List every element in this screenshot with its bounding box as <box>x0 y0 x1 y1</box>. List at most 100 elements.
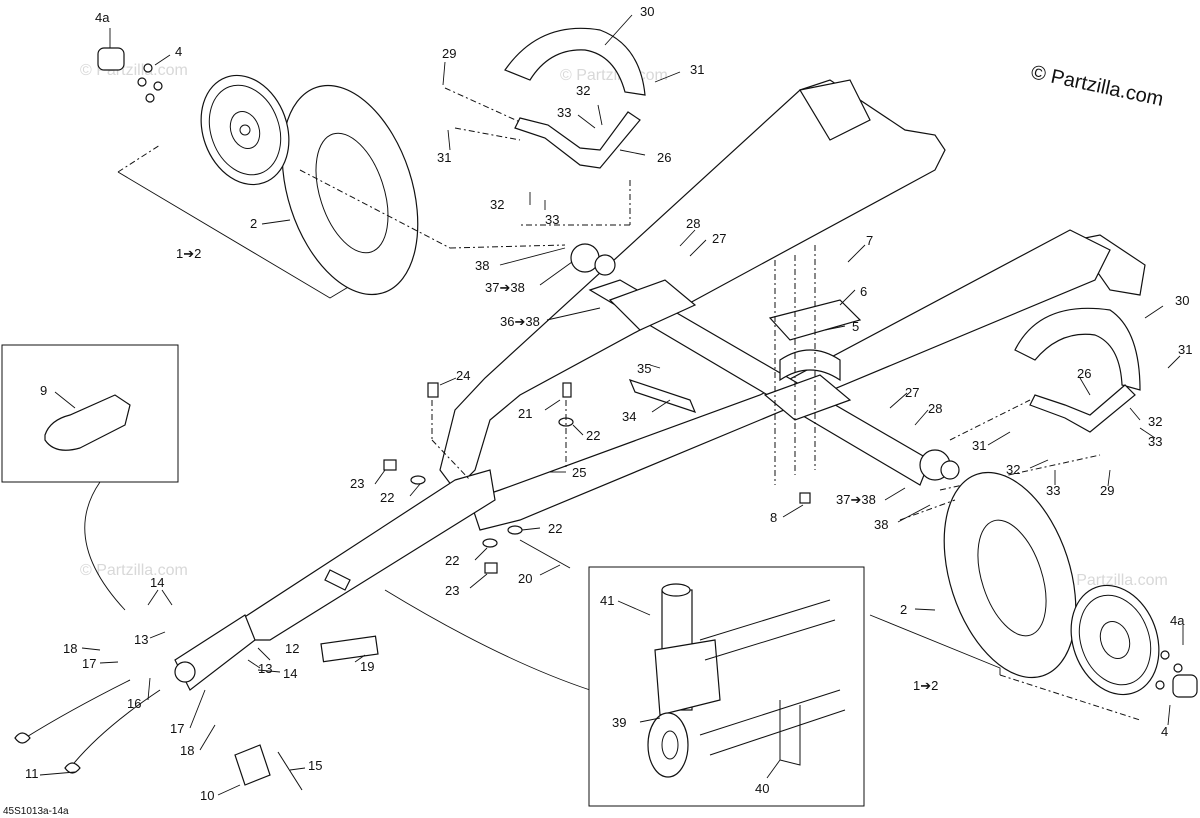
callout-2-bottom-right: 2 <box>900 602 907 617</box>
callout-29-top: 29 <box>442 46 456 61</box>
decal <box>320 635 379 663</box>
callout-31-right-2: 31 <box>972 438 986 453</box>
fender-top-left <box>444 27 646 226</box>
callout-26-right: 26 <box>1077 366 1091 381</box>
callout-13-b: 13 <box>258 661 272 676</box>
safety-chain-1 <box>24 679 131 739</box>
callout-22-d: 22 <box>445 553 459 568</box>
callout-9: 9 <box>40 383 47 398</box>
axle-bracket-left <box>608 279 697 331</box>
callout-5: 5 <box>852 319 859 334</box>
jack-inset-box <box>588 566 865 807</box>
callout-33-top: 33 <box>557 105 571 120</box>
callout-23-b: 23 <box>445 583 459 598</box>
watermark-2: © Partzilla.com <box>560 67 668 84</box>
callout-27-right: 27 <box>905 385 919 400</box>
copyright-label: © Partzilla.com <box>1029 61 1165 111</box>
tongue-break <box>324 569 351 591</box>
callout-35: 35 <box>637 361 651 376</box>
washer <box>507 525 523 535</box>
callout-28-right: 28 <box>928 401 942 416</box>
frame-rail-left <box>439 79 946 491</box>
callout-28-top: 28 <box>686 216 700 231</box>
callout-1to2-bottom-right: 1➔2 <box>913 678 938 693</box>
washer <box>410 475 426 485</box>
callout-17-a: 17 <box>82 656 96 671</box>
fender-bracket-top <box>514 111 641 169</box>
callout-38-bottom: 38 <box>874 517 888 532</box>
callout-32-middle: 32 <box>490 197 504 212</box>
callout-32-right-2: 32 <box>1006 462 1020 477</box>
axle-bracket-right <box>763 374 852 421</box>
wheel-bearing-cap-top-left <box>97 47 125 71</box>
callout-24: 24 <box>456 368 470 383</box>
wheel-rim-bottom-right <box>1070 584 1160 696</box>
callout-14-b: 14 <box>283 666 297 681</box>
wheel-assembly-top-left <box>97 47 566 299</box>
jack-wheel <box>647 712 689 778</box>
callout-15: 15 <box>308 758 322 773</box>
callout-38-top: 38 <box>475 258 489 273</box>
safety-chain-2 <box>69 689 161 769</box>
tongue-section <box>699 599 846 756</box>
callout-31-right: 31 <box>1178 342 1192 357</box>
chain-hook-1 <box>14 732 31 744</box>
callout-labels: 4a 4 2 1➔2 29 30 31 32 33 31 26 32 33 28… <box>25 4 1192 803</box>
callout-18-b: 18 <box>180 743 194 758</box>
axle-assembly <box>570 243 960 486</box>
jack-inset <box>588 566 865 807</box>
callout-37to38-top: 37➔38 <box>485 280 525 295</box>
callout-40: 40 <box>755 781 769 796</box>
jack-mount <box>654 639 721 716</box>
wheel-assembly-bottom-right <box>869 471 1198 721</box>
callout-33-middle: 33 <box>545 212 559 227</box>
callout-29-right: 29 <box>1100 483 1114 498</box>
tongue-front <box>14 589 591 791</box>
lug-nut <box>145 93 155 103</box>
jack-bracket <box>234 744 271 786</box>
watermark-4: © Partzilla.com <box>1060 572 1168 589</box>
callout-1to2-top-left: 1➔2 <box>176 246 201 261</box>
callout-11: 11 <box>25 766 39 781</box>
callout-22-b: 22 <box>380 490 394 505</box>
watermark-3: © Partzilla.com <box>80 562 188 579</box>
hub-right-cap <box>940 460 960 480</box>
bolt <box>427 382 439 398</box>
nut <box>484 562 498 574</box>
lug-nut <box>153 81 163 91</box>
tire-bottom-right <box>943 471 1077 679</box>
hardware <box>383 245 816 574</box>
callout-4-bottom-right: 4 <box>1161 724 1168 739</box>
coupler-ball-socket <box>174 661 196 683</box>
leader-lines <box>39 14 1184 796</box>
wheel-bearing-cap-bottom-right <box>1172 674 1198 698</box>
diagram-reference: 45S1013a-14a <box>3 806 69 817</box>
callout-4a-top-left: 4a <box>95 10 110 25</box>
callout-33-right: 33 <box>1148 434 1162 449</box>
callout-10: 10 <box>200 788 214 803</box>
callout-20: 20 <box>518 571 532 586</box>
callout-34: 34 <box>622 409 636 424</box>
lug-nut <box>1160 650 1170 660</box>
wheel-rim-top-left <box>200 74 290 186</box>
callout-33-right-2: 33 <box>1046 483 1060 498</box>
fender-right <box>939 307 1141 491</box>
callout-13-a: 13 <box>134 632 148 647</box>
callout-32-right: 32 <box>1148 414 1162 429</box>
callout-19: 19 <box>360 659 374 674</box>
tire-top-left <box>281 84 419 296</box>
callout-32-top: 32 <box>576 83 590 98</box>
callout-30-right: 30 <box>1175 293 1189 308</box>
callout-18-a: 18 <box>63 641 77 656</box>
lug-nut <box>143 63 153 73</box>
jack-clamp <box>779 700 801 766</box>
callout-31-top-right: 31 <box>690 62 704 77</box>
bolt <box>562 382 572 398</box>
callout-22-a: 22 <box>586 428 600 443</box>
nut <box>383 459 397 471</box>
callout-16: 16 <box>127 696 141 711</box>
callout-17-b: 17 <box>170 721 184 736</box>
lug-nut <box>1155 680 1165 690</box>
coupler-inset <box>1 344 179 611</box>
